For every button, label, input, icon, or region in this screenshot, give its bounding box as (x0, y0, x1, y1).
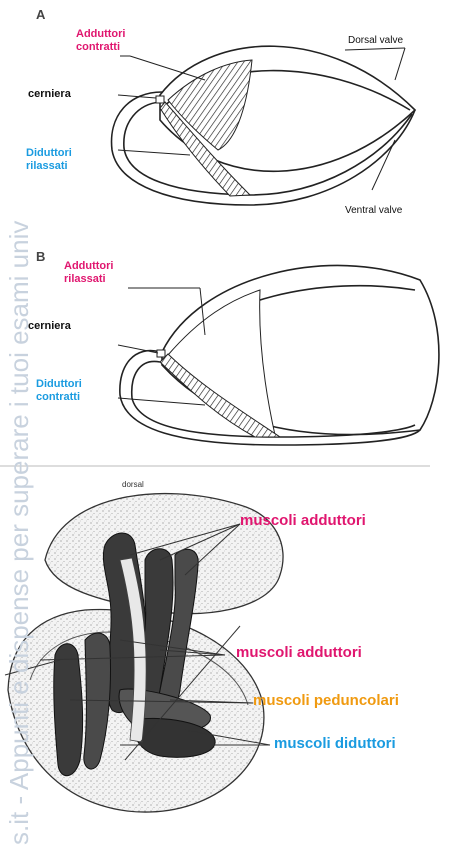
label-muscles-adductor-top: muscoli adduttori (240, 512, 366, 529)
label-diductors-b-line1: Diduttori (36, 378, 82, 391)
label-diductors-a: Diduttori rilassati (26, 147, 72, 172)
hinge-a (156, 96, 164, 103)
label-diductors-a-line1: Diduttori (26, 147, 72, 160)
label-muscles-peduncular: muscoli peduncolari (253, 692, 399, 709)
label-adductors-a-line1: Adduttori (76, 28, 125, 41)
label-muscles-adductor-mid: muscoli adduttori (236, 644, 362, 661)
label-adductors-b: Adduttori rilassati (64, 260, 113, 285)
label-ventral-valve: Ventral valve (345, 205, 402, 217)
label-adductors-b-line1: Adduttori (64, 260, 113, 273)
label-adductors-a: Adduttori contratti (76, 28, 125, 53)
label-diductors-b: Diduttori contratti (36, 378, 82, 403)
label-hinge-a: cerniera (28, 88, 71, 101)
label-diductors-b-line2: contratti (36, 391, 82, 404)
label-adductors-b-line2: rilassati (64, 273, 113, 286)
label-muscles-diductors: muscoli diduttori (274, 735, 396, 752)
panel-label-b: B (36, 250, 45, 265)
label-dorsal: dorsal (122, 480, 144, 489)
label-dorsal-valve: Dorsal valve (348, 35, 403, 47)
diagram-a-shell (112, 46, 415, 205)
label-hinge-b: cerniera (28, 320, 71, 333)
label-diductors-a-line2: rilassati (26, 160, 72, 173)
panel-label-a: A (36, 8, 45, 23)
label-adductors-a-line2: contratti (76, 41, 125, 54)
hinge-b (157, 350, 165, 357)
